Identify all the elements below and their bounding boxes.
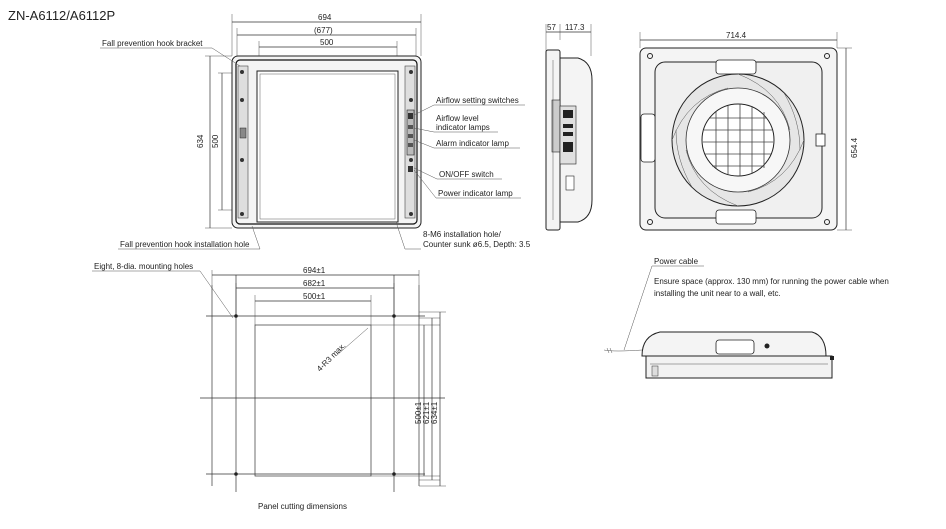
- side-view: 57 117.3: [545, 23, 593, 231]
- dim-front-width-inner: (677): [314, 26, 333, 35]
- label-alarm-lamp: Alarm indicator lamp: [436, 139, 509, 148]
- label-airflow-switches: Airflow setting switches: [436, 96, 519, 105]
- dim-cut-w1: 694±1: [303, 266, 326, 275]
- note-line-1: Ensure space (approx. 130 mm) for runnin…: [654, 277, 889, 286]
- dim-cut-h2: 621±1: [422, 401, 431, 424]
- label-panel-cut-caption: Panel cutting dimensions: [258, 502, 347, 511]
- dim-cut-h3: 634±1: [430, 401, 439, 424]
- front-mounting-holes: [240, 70, 413, 216]
- front-frame: [235, 59, 418, 225]
- dim-front-screen: 500: [320, 38, 334, 47]
- label-airflow-lamps-2: indicator lamps: [436, 123, 490, 132]
- label-onoff-switch: ON/OFF switch: [439, 170, 494, 179]
- fan-grille: [701, 103, 775, 177]
- label-mount-holes: Eight, 8-dia. mounting holes: [94, 262, 193, 271]
- front-view: 694 (677) 500 634 500: [100, 13, 531, 250]
- dim-rear-height: 654.4: [850, 137, 859, 158]
- label-hook-hole: Fall prevention hook installation hole: [120, 240, 250, 249]
- dim-front-height-inner: 500: [211, 134, 220, 148]
- dim-front-height: 634: [196, 134, 205, 148]
- note-line-2: installing the unit near to a wall, etc.: [654, 289, 781, 298]
- dim-cut-h1: 500±1: [414, 401, 423, 424]
- panel-cutting-view: Eight, 8-dia. mounting holes 694±1 682±1…: [92, 262, 446, 511]
- label-power-lamp: Power indicator lamp: [438, 189, 513, 198]
- label-install-hole-2: Counter sunk ø6.5, Depth: 3.5: [423, 240, 531, 249]
- front-screen: [256, 70, 399, 223]
- label-install-hole-1: 8-M6 installation hole/: [423, 230, 502, 239]
- dim-rear-width: 714.4: [726, 31, 747, 40]
- fan-blades: [671, 73, 805, 207]
- label-radius: 4-R3 max.: [315, 341, 347, 373]
- profile-bezel: [645, 355, 833, 379]
- label-power-cable: Power cable: [654, 257, 699, 266]
- model-title: ZN-A6112/A6112P: [8, 8, 115, 23]
- install-view: Power cable Ensure space (approx. 130 mm…: [603, 257, 889, 379]
- dim-front-width: 694: [318, 13, 332, 22]
- fan-grille-lines: [703, 104, 773, 176]
- label-hook-bracket: Fall prevention hook bracket: [102, 39, 203, 48]
- label-airflow-lamps-1: Airflow level: [436, 114, 479, 123]
- dim-cut-w2: 682±1: [303, 279, 326, 288]
- rear-view: 714.4 654.4: [639, 31, 859, 231]
- dim-cut-w3: 500±1: [303, 292, 326, 301]
- front-control-panel: [406, 109, 415, 156]
- dim-side-b: 117.3: [565, 23, 585, 32]
- cut-mounting-holes: [234, 314, 396, 476]
- dim-side-a: 57: [547, 23, 556, 32]
